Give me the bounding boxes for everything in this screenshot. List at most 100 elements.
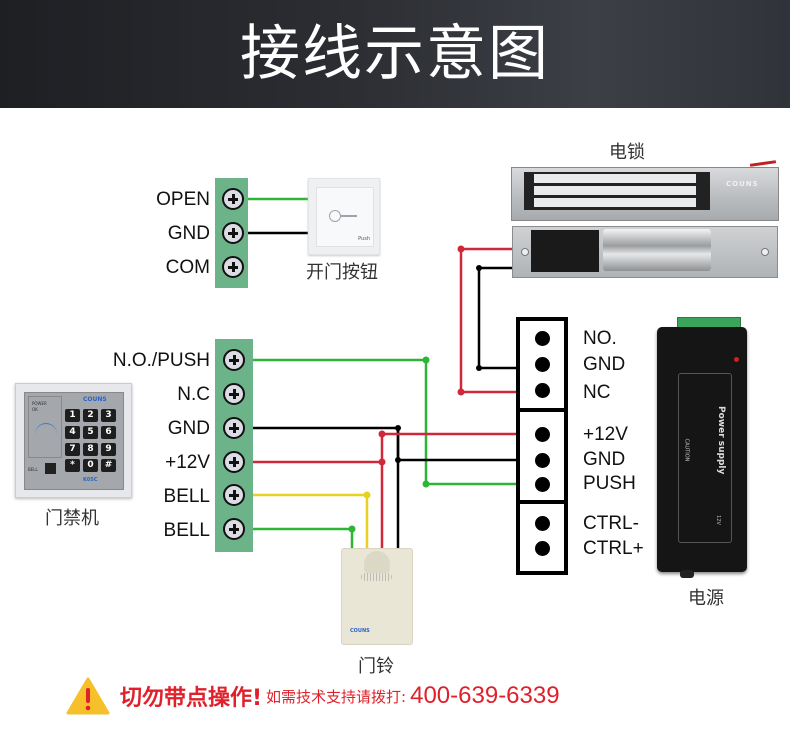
warning-support-text: 如需技术支持请拨打: [266, 687, 407, 706]
junction [457, 388, 465, 396]
power-supply-rating: 12V [714, 515, 721, 525]
keypad-key: * [65, 459, 80, 473]
junction [348, 525, 356, 533]
controller-model: K05C [83, 477, 98, 483]
exit-button-device: Push [308, 178, 380, 255]
wire-push-green [248, 358, 520, 486]
warning-main-text: 切勿带点操作! [120, 686, 263, 711]
screw-terminal-icon [222, 188, 244, 210]
doorbell-caption: 门铃 [358, 656, 394, 677]
wire-bell-green [248, 527, 354, 550]
warning-icon [66, 677, 110, 715]
wire-lock-black [477, 266, 520, 370]
screw-terminal-icon [222, 256, 244, 278]
keypad-key: 3 [101, 409, 116, 422]
power-label-ctrl-minus: CTRL- [583, 513, 639, 534]
power-label-12v: +12V [583, 424, 628, 445]
keypad-key: 4 [65, 425, 80, 439]
junction [476, 265, 482, 271]
bell-icon [45, 463, 56, 474]
keypad-key: 8 [83, 442, 98, 456]
keypad-key: 6 [101, 425, 116, 439]
key-icon [329, 210, 341, 222]
keypad-key: # [101, 459, 116, 473]
screw-terminal-icon [223, 451, 245, 473]
power-supply-caption: 电源 [688, 588, 724, 609]
terminal-label-bell: BELL [163, 486, 210, 507]
keypad-key: 2 [83, 409, 98, 422]
terminal-dot [535, 383, 550, 398]
power-supply-caution: CAUTION [683, 438, 690, 462]
screw-terminal-icon [223, 518, 245, 540]
speaker-grille [361, 573, 392, 581]
bell-icon [364, 551, 390, 573]
screw-terminal-icon [222, 222, 244, 244]
terminal-label-gnd: GND [167, 418, 210, 439]
exit-button-text: Push [358, 236, 370, 242]
power-label-gnd: GND [583, 354, 626, 375]
terminal-dot [535, 427, 550, 442]
terminal-dot [535, 453, 550, 468]
terminal-label-com: COM [165, 257, 210, 278]
controller-brand: COUNS [83, 396, 107, 403]
junction [395, 457, 401, 463]
wire-bell-yellow [248, 493, 369, 550]
screw-terminal-icon [223, 417, 245, 439]
doorbell-brand: COUNS [350, 628, 370, 634]
terminal-label-open: OPEN [156, 189, 210, 210]
power-label-nc: NC [583, 382, 611, 403]
junction [476, 365, 482, 371]
junction [457, 245, 465, 253]
lock-caption: 电锁 [609, 142, 645, 163]
magnetic-lock-body: COUNS [511, 167, 779, 221]
terminal-dot [535, 357, 550, 372]
doorbell-device: COUNS [341, 548, 413, 645]
junction [378, 430, 386, 438]
terminal-label-no-push: N.O./PUSH [112, 350, 210, 371]
power-label-no: NO. [583, 328, 617, 349]
junction [422, 480, 430, 488]
terminal-dot [535, 541, 550, 556]
lock-armature-plate [512, 226, 778, 278]
terminal-label-12v: +12V [165, 452, 210, 473]
keypad-key: 5 [83, 425, 98, 439]
warning-banner: 切勿带点操作! 如需技术支持请拨打: 400-639-6339 [66, 676, 560, 716]
junction [363, 491, 371, 499]
access-controller-caption: 门禁机 [45, 508, 99, 529]
support-phone-number: 400-639-6339 [410, 682, 560, 709]
keypad-key: 9 [101, 442, 116, 456]
power-led-icon [734, 357, 739, 362]
rfid-icon [35, 423, 57, 446]
keypad-key: 1 [65, 409, 80, 422]
keypad-key: 0 [83, 459, 98, 473]
junction [422, 356, 430, 364]
wire-lock-red [459, 247, 520, 394]
controller-terminal-block [215, 339, 253, 552]
indicator-ok: OK [32, 407, 38, 412]
screw-terminal-icon [223, 383, 245, 405]
power-supply-device: Power supply CAUTION 12V [657, 327, 747, 572]
screw-terminal-icon [223, 484, 245, 506]
terminal-label-gnd: GND [167, 223, 210, 244]
junction [378, 458, 386, 466]
exit-button-caption: 开门按钮 [306, 262, 378, 283]
lock-brand: COUNS [726, 180, 759, 188]
power-label-push: PUSH [583, 473, 636, 494]
power-supply-foot [680, 570, 694, 578]
keypad-key: 7 [65, 442, 80, 456]
controller-bell-label: BELL [28, 467, 38, 472]
terminal-dot [535, 477, 550, 492]
power-terminal-group-ctrl [516, 500, 568, 575]
power-label-gnd: GND [583, 449, 626, 470]
page-title: 接线示意图 [240, 19, 550, 89]
junction [395, 425, 401, 431]
terminal-label-nc: N.C [177, 384, 210, 405]
power-supply-label: Power supply [716, 406, 726, 475]
indicator-power: POWER [32, 401, 47, 406]
power-label-ctrl-plus: CTRL+ [583, 538, 644, 559]
terminal-label-bell: BELL [163, 520, 210, 541]
terminal-dot [535, 331, 550, 346]
